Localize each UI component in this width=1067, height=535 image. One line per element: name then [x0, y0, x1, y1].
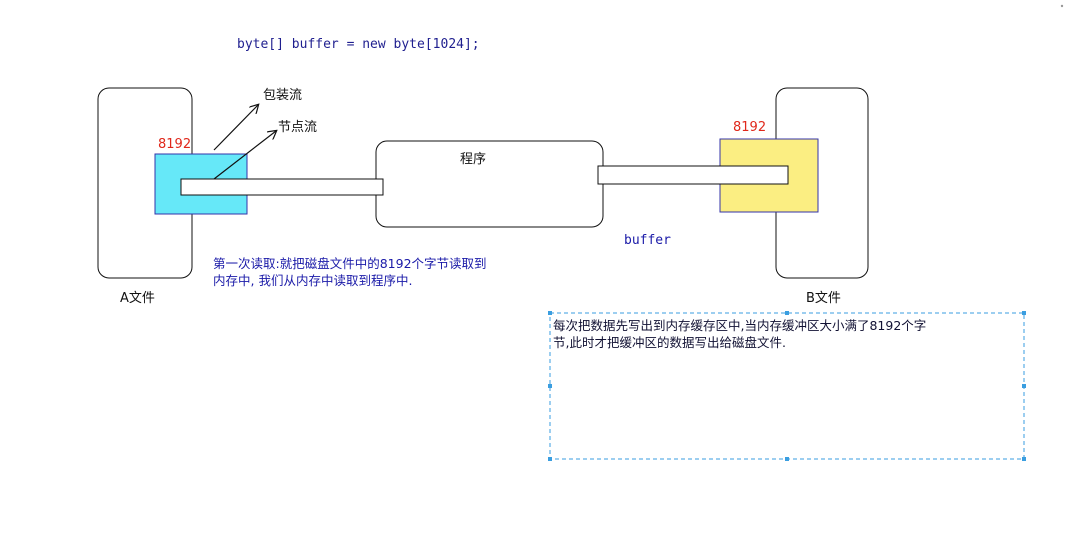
handle-bottom-left[interactable]	[548, 457, 552, 461]
wrapper-stream-label: 包装流	[263, 88, 302, 103]
file-b-label: B文件	[806, 291, 841, 306]
code-line: byte[] buffer = new byte[1024];	[237, 37, 480, 52]
file-a-label: A文件	[120, 291, 155, 306]
handle-top-middle[interactable]	[785, 311, 789, 315]
node-stream-label: 节点流	[278, 120, 317, 135]
pipe-program-to-file-b	[597, 165, 789, 185]
write-note-line-2: 节,此时才把缓冲区的数据写出给磁盘文件.	[553, 335, 786, 350]
file-a-buffer-size: 8192	[158, 137, 191, 152]
program-box	[375, 140, 604, 228]
handle-bottom-middle[interactable]	[785, 457, 789, 461]
first-read-note-line-2: 内存中, 我们从内存中读取到程序中.	[213, 273, 412, 288]
program-label: 程序	[460, 152, 486, 167]
file-b-buffer-size: 8192	[733, 120, 766, 135]
wrapper-stream-arrow	[213, 105, 258, 151]
corner-mark	[1060, 4, 1064, 8]
handle-bottom-right[interactable]	[1022, 457, 1026, 461]
node-stream-arrow	[213, 131, 276, 180]
handle-top-right[interactable]	[1022, 311, 1026, 315]
pipe-file-a-to-program	[180, 178, 384, 196]
buffer-label: buffer	[624, 233, 671, 248]
write-note-line-1: 每次把数据先写出到内存缓存区中,当内存缓冲区大小满了8192个字	[553, 318, 926, 333]
handle-middle-left[interactable]	[548, 384, 552, 388]
first-read-note-line-1: 第一次读取:就把磁盘文件中的8192个字节读取到	[213, 256, 487, 271]
handle-top-left[interactable]	[548, 311, 552, 315]
handle-middle-right[interactable]	[1022, 384, 1026, 388]
write-note-selection-handles	[548, 311, 1026, 461]
